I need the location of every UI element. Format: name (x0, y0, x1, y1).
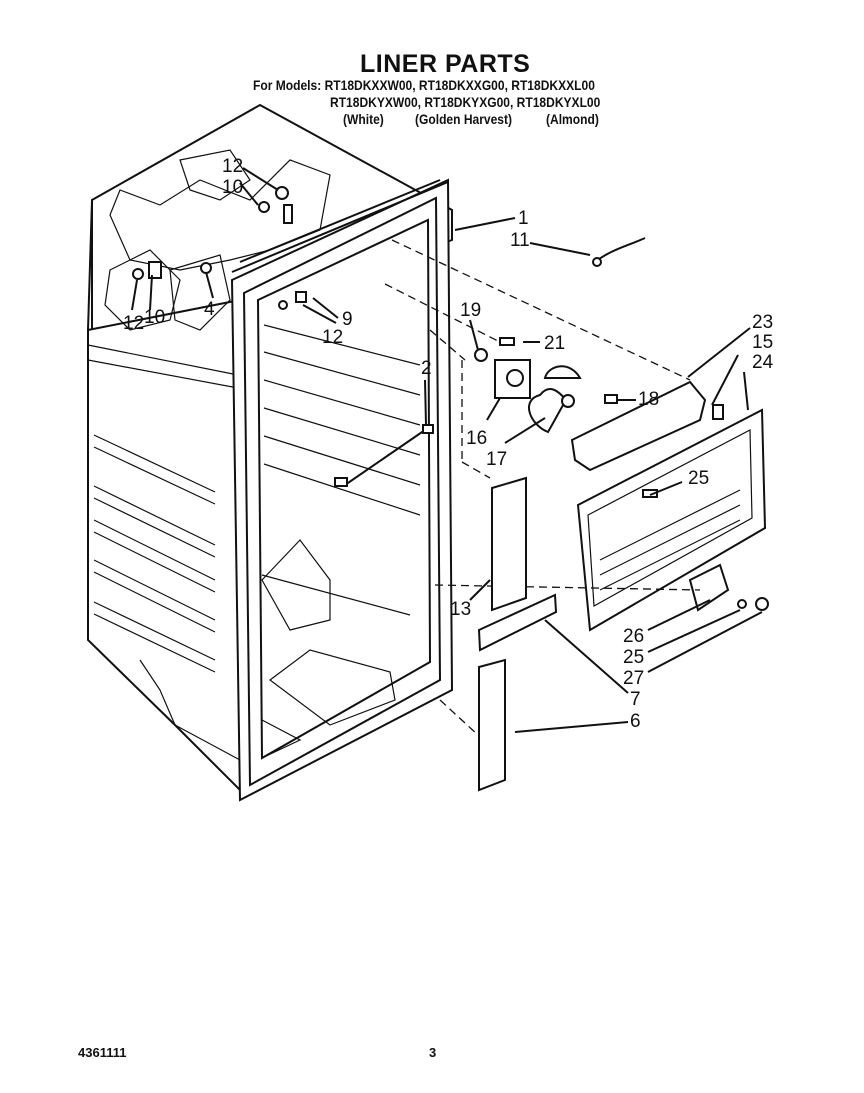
evaporator-cover (570, 380, 769, 632)
callout-1: 1 (518, 208, 529, 229)
models-line-1: For Models: RT18DKXXW00, RT18DKXXG00, RT… (253, 77, 595, 93)
leader-lines (131, 167, 763, 733)
callout-11: 11 (510, 230, 530, 251)
callout-labels: 12 10 12 10 4 9 12 1 11 19 21 23 15 24 2… (123, 156, 774, 732)
callout-12: 12 (222, 156, 243, 177)
color-white: (White) (343, 111, 384, 127)
page-number: 3 (429, 1045, 437, 1060)
callout-26: 26 (623, 626, 644, 647)
color-golden-harvest: (Golden Harvest) (415, 111, 513, 127)
callout-6: 6 (630, 711, 641, 732)
callout-21: 21 (544, 333, 565, 354)
callout-4: 4 (204, 299, 215, 320)
callout-13: 13 (450, 599, 471, 620)
callout-25: 25 (623, 647, 644, 668)
callout-19: 19 (460, 300, 481, 321)
color-almond: (Almond) (546, 111, 599, 127)
callout-23: 23 (752, 312, 773, 333)
callout-24: 24 (752, 352, 774, 373)
callout-9: 9 (342, 309, 353, 330)
projection-lines (384, 239, 701, 736)
fan-assembly (474, 337, 618, 434)
callout-12: 12 (123, 313, 144, 334)
callout-7: 7 (630, 689, 641, 710)
model-list-2: RT18DKYXW00, RT18DKYXG00, RT18DKYXL00 (330, 94, 601, 110)
hardware-parts (132, 186, 646, 487)
liner-frame (230, 178, 454, 802)
callout-2: 2 (421, 358, 432, 379)
part-number: 4361111 (78, 1045, 127, 1060)
callout-12: 12 (322, 327, 343, 348)
callout-17: 17 (486, 449, 507, 470)
model-list-1: RT18DKXXW00, RT18DKXXG00, RT18DKXXL00 (324, 77, 595, 93)
callout-16: 16 (466, 428, 487, 449)
side-panels (477, 476, 558, 792)
callout-18: 18 (638, 389, 659, 410)
callout-27: 27 (623, 668, 644, 689)
models-prefix: For Models: (253, 77, 322, 93)
callout-10: 10 (222, 177, 243, 198)
callout-10: 10 (144, 307, 165, 328)
page-title: LINER PARTS (360, 50, 531, 78)
callout-15: 15 (752, 332, 773, 353)
callout-25: 25 (688, 468, 709, 489)
